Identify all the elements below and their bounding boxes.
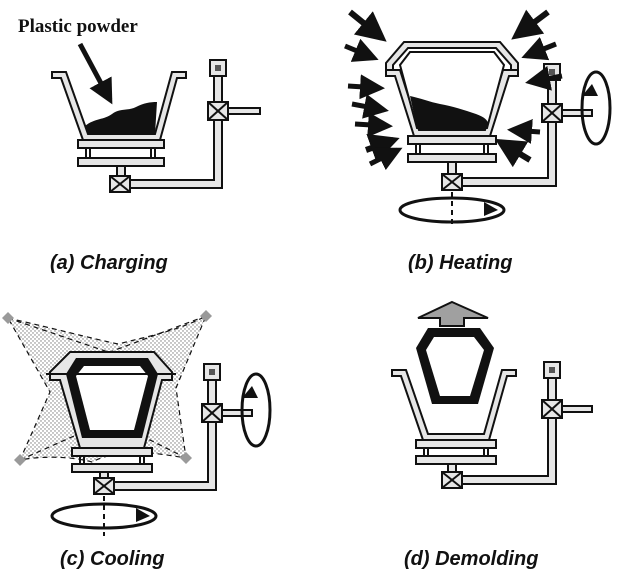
bearing-box-side [207,101,229,121]
spray-nozzle [180,452,192,464]
heat-arrows [344,9,563,171]
caption-charging: (a) Charging [50,252,168,274]
spray-nozzle [14,454,26,466]
rotation-arrow-horizontal-c [50,502,158,530]
plastic-powder-label: Plastic powder [18,16,138,37]
caption-cooling: (c) Cooling [60,548,165,570]
panel-a-charging [51,42,261,193]
bearing-box-lower [109,175,131,193]
bearing-box-lower-c [93,477,115,495]
melting-powder [410,96,488,128]
bearing-box-side-c [201,403,223,423]
powder-pointer-arrow [77,42,113,105]
panel-b-heating [344,9,612,228]
mold-lower-half-d [391,369,517,441]
bearing-box-lower-d [441,471,463,489]
rotation-arrow-vertical-b [580,70,612,146]
mold-lower-half-closed [385,69,519,137]
spray-nozzle [2,312,14,324]
plastic-powder-heap [85,102,157,134]
rotation-arrow-horizontal-b [398,196,506,224]
caption-demolding: (d) Demolding [404,548,539,570]
bearing-box-side-b [541,103,563,123]
rotation-arrow-vertical-c [240,372,272,448]
panel-d-demolding [391,300,593,489]
mold-stand-top [77,139,165,149]
bearing-box-lower-b [441,173,463,191]
lift-arrow [417,300,489,327]
spray-nozzle [200,310,212,322]
caption-heating: (b) Heating [408,252,513,274]
mold-stand-base [77,157,165,167]
bearing-box-side-d [541,399,563,419]
panel-c-cooling [2,310,272,536]
